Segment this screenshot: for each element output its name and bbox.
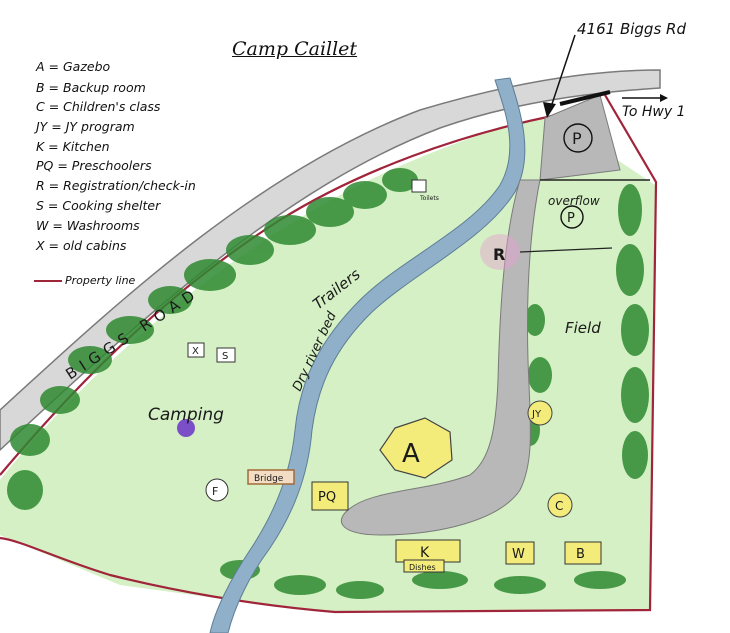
toilets-icon xyxy=(411,179,427,193)
overflow-label: overflow xyxy=(548,194,600,208)
legend-item: K = Kitchen xyxy=(36,139,110,154)
shelter-box xyxy=(216,347,236,363)
camping-dot xyxy=(177,419,195,437)
washrooms-marker: W xyxy=(512,547,525,562)
highway-label: To Hwy 1 xyxy=(622,104,686,120)
dry-river-bed xyxy=(209,77,526,633)
legend-item: C = Children's class xyxy=(36,99,161,114)
parking-marker: P xyxy=(572,129,582,148)
address-arrowhead-icon xyxy=(543,102,556,118)
gazebo-marker: A xyxy=(402,439,420,469)
toilets-label: Toilets xyxy=(419,195,439,202)
north-arrowhead-icon xyxy=(660,94,668,102)
legend-item: JY = JY program xyxy=(36,119,135,134)
parking-icon xyxy=(560,205,584,229)
backup-box xyxy=(564,541,602,565)
field-label: Field xyxy=(565,319,601,337)
tree-band-top xyxy=(7,168,418,510)
dishes-label: Dishes xyxy=(409,563,436,572)
address-label: 4161 Biggs Rd xyxy=(577,20,686,38)
overflow-parking-marker: P xyxy=(567,211,575,226)
camping-label: Camping xyxy=(148,405,224,425)
legend-item: S = Cooking shelter xyxy=(36,198,161,213)
cabin-box xyxy=(187,342,205,358)
kitchen-marker: K xyxy=(420,545,430,561)
entrance-bar xyxy=(559,90,611,106)
children-marker: C xyxy=(555,499,563,513)
backup-marker: B xyxy=(576,547,585,562)
preschool-marker: PQ xyxy=(318,490,336,505)
field-divider xyxy=(519,247,613,253)
legend-item: W = Washrooms xyxy=(36,218,140,233)
legend-item: PQ = Preschoolers xyxy=(36,158,152,173)
jy-circle xyxy=(527,400,553,426)
gazebo-shape xyxy=(379,417,453,479)
legend-item: R = Registration/check-in xyxy=(36,178,196,193)
dishes-box xyxy=(403,559,445,573)
address-arrow-icon xyxy=(549,34,576,111)
legend-item: B = Backup room xyxy=(36,80,146,95)
children-circle xyxy=(547,492,573,518)
map-title: Camp Caillet xyxy=(232,38,358,60)
registration-highlight xyxy=(480,234,520,270)
property-line-key: Property line xyxy=(34,274,135,287)
jy-marker: JY xyxy=(531,409,542,420)
f-marker: F xyxy=(212,485,218,498)
bridge-label: Bridge xyxy=(254,474,284,484)
cabin-marker: X xyxy=(192,346,199,357)
washrooms-box xyxy=(505,541,535,565)
shelter-marker: S xyxy=(222,351,228,362)
property-line-label: Property line xyxy=(65,274,136,287)
property-line-swatch xyxy=(34,280,62,282)
legend-item: A = Gazebo xyxy=(36,59,111,74)
preschool-box xyxy=(311,481,349,511)
f-circle xyxy=(205,478,229,502)
parking-icon xyxy=(563,123,593,153)
legend-item: X = old cabins xyxy=(36,238,127,253)
bridge-box xyxy=(247,469,295,485)
registration-marker: R xyxy=(493,245,505,264)
